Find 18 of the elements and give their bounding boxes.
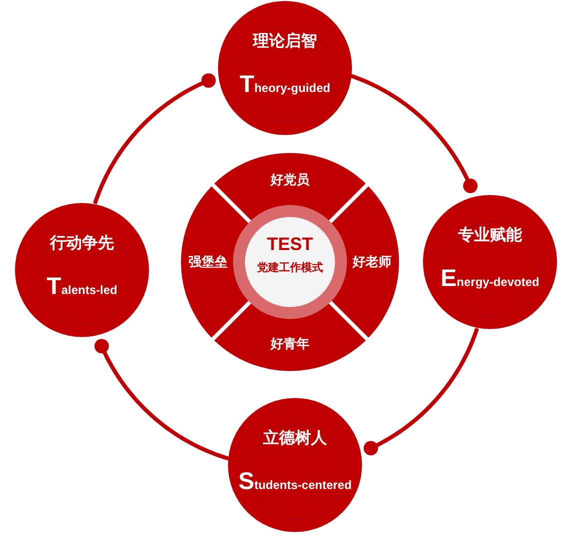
segment-label: 好老师: [352, 253, 392, 271]
stage-subtitle: Talents-led: [46, 273, 118, 301]
connector-arc: [364, 328, 479, 456]
stage-subtitle: Students-centered: [237, 468, 353, 496]
stage-heading: 行动争先: [48, 234, 115, 254]
segment-label: 好党员: [270, 171, 310, 189]
core-subtitle: 党建工作模式: [256, 260, 324, 275]
stage-subtitle: Energy-devoted: [440, 265, 540, 293]
connector-arc: [93, 73, 216, 204]
segment-label: 好青年: [270, 335, 310, 353]
connector-arc: [350, 74, 478, 194]
connector-arc: [94, 338, 230, 461]
stage-heading: 理论启智: [252, 31, 318, 52]
stage-subtitle: Theory-guided: [238, 71, 332, 99]
segment-label: 强堡垒: [188, 253, 228, 271]
stage-heading: 立德树人: [262, 428, 328, 449]
stage-heading: 专业赋能: [457, 225, 523, 246]
core-title: TEST: [266, 234, 314, 255]
